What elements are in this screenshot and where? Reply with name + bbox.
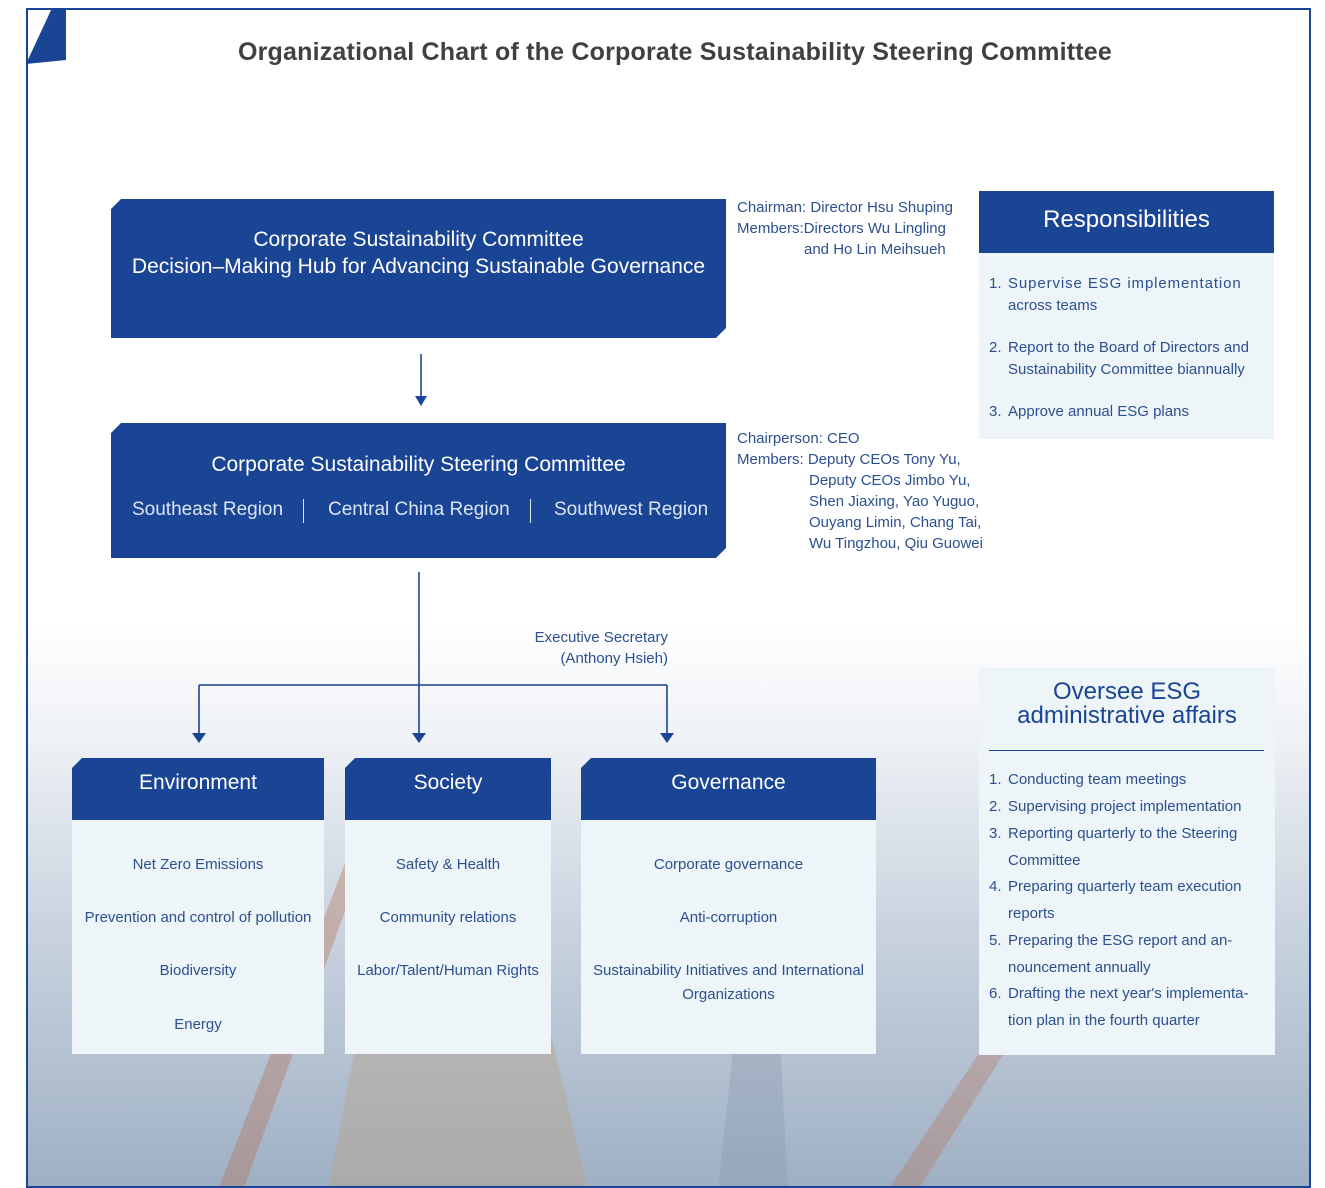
- executive-secretary-label: Executive Secretary (Anthony Hsieh): [480, 627, 668, 669]
- governance-panel: Corporate governance Anti-corruption Sus…: [581, 820, 876, 1054]
- list-item: Labor/Talent/Human Rights: [357, 962, 539, 979]
- governance-heading: Governance: [671, 771, 786, 794]
- list-item: Safety & Health: [395, 856, 501, 873]
- steering-committee-title: Corporate Sustainability Steering Commit…: [211, 453, 626, 476]
- executive-secretary-name: (Anthony Hsieh): [560, 650, 668, 667]
- list-item: Anti-corruption: [679, 909, 778, 926]
- region-separator: [303, 499, 304, 523]
- item-text: Supervise ESG implementation: [1008, 275, 1242, 292]
- item-text: Sustainability Committee biannually: [1008, 361, 1245, 378]
- sustainability-committee-box: Corporate Sustainability Committee Decis…: [111, 199, 726, 338]
- item-text: across teams: [1008, 297, 1098, 314]
- executive-secretary-title: Executive Secretary: [534, 629, 668, 646]
- oversee-esg-panel: Oversee ESG administrative affairs 1. Co…: [979, 668, 1275, 1055]
- responsibilities-header: Responsibilities: [979, 191, 1274, 253]
- oversee-title-line: Oversee ESG: [1052, 678, 1202, 705]
- item-text: nouncement annually: [1008, 959, 1151, 976]
- members-line: Shen Jiaxing, Yao Yuguo,: [809, 493, 980, 510]
- society-heading: Society: [413, 771, 483, 794]
- item-text: Committee: [1008, 852, 1081, 869]
- item-number: 3.: [989, 825, 1002, 842]
- list-item: Corporate governance: [653, 856, 804, 873]
- steering-committee-box: Corporate Sustainability Steering Commit…: [111, 423, 726, 558]
- item-text: Reporting quarterly to the Steering: [1008, 825, 1238, 842]
- item-text: Preparing the ESG report and an-: [1008, 932, 1233, 949]
- item-text: Preparing quarterly team execution: [1008, 878, 1242, 895]
- list-item: Organizations: [682, 986, 775, 1003]
- list-item: Net Zero Emissions: [132, 856, 264, 873]
- item-number: 4.: [989, 878, 1002, 895]
- steering-members-text: Chairperson: CEO Members: Deputy CEOs To…: [737, 428, 983, 554]
- item-text: Approve annual ESG plans: [1008, 403, 1189, 420]
- committee-name: Corporate Sustainability Committee: [253, 228, 584, 251]
- environment-panel: Net Zero Emissions Prevention and contro…: [72, 820, 324, 1054]
- item-text: Conducting team meetings: [1008, 771, 1187, 788]
- item-text: Report to the Board of Directors and: [1008, 339, 1249, 356]
- chairman-line: Chairman: Director Hsu Shuping: [737, 199, 953, 216]
- item-text: tion plan in the fourth quarter: [1008, 1012, 1200, 1029]
- item-number: 6.: [989, 985, 1002, 1002]
- list-item: Prevention and control of pollution: [84, 909, 312, 926]
- list-item: Sustainability Initiatives and Internati…: [593, 962, 864, 979]
- list-item: Biodiversity: [159, 962, 237, 979]
- list-item: Energy: [174, 1016, 222, 1033]
- members-line: Deputy CEOs Jimbo Yu,: [809, 472, 971, 489]
- item-text: reports: [1008, 905, 1055, 922]
- society-panel: Safety & Health Community relations Labo…: [345, 820, 551, 1054]
- members-line: and Ho Lin Meihsueh: [804, 241, 946, 258]
- item-number: 2.: [989, 339, 1002, 356]
- item-number: 1.: [989, 771, 1002, 788]
- corner-accent: [26, 8, 66, 64]
- list-item: Community relations: [379, 909, 517, 926]
- responsibilities-heading: Responsibilities: [1043, 206, 1210, 233]
- divider: [989, 750, 1264, 751]
- society-header: Society: [345, 758, 551, 820]
- committee-subtitle: Decision–Making Hub for Advancing Sustai…: [131, 255, 706, 278]
- chairperson-line: Chairperson: CEO: [737, 430, 860, 447]
- responsibilities-list: 1. Supervise ESG implementation across te…: [979, 253, 1274, 439]
- item-text: Supervising project implementation: [1008, 798, 1242, 815]
- item-text: Drafting the next year's implementa-: [1008, 985, 1249, 1002]
- members-line: Wu Tingzhou, Qiu Guowei: [809, 535, 983, 552]
- members-line: Members: Deputy CEOs Tony Yu,: [737, 451, 961, 468]
- members-line: Ouyang Limin, Chang Tai,: [809, 514, 982, 531]
- oversee-title: Oversee ESG administrative affairs: [979, 680, 1275, 728]
- members-line: Members:Directors Wu Lingling: [737, 220, 946, 237]
- committee-members-text: Chairman: Director Hsu Shuping Members:D…: [737, 197, 953, 260]
- region-southwest: Southwest Region: [554, 499, 709, 520]
- item-number: 1.: [989, 275, 1002, 292]
- region-central-china: Central China Region: [328, 499, 510, 520]
- environment-header: Environment: [72, 758, 324, 820]
- governance-header: Governance: [581, 758, 876, 820]
- environment-heading: Environment: [139, 771, 257, 794]
- item-number: 3.: [989, 403, 1002, 420]
- item-number: 5.: [989, 932, 1002, 949]
- page-title: Organizational Chart of the Corporate Su…: [237, 38, 1113, 66]
- oversee-title-line: administrative affairs: [1017, 702, 1237, 729]
- item-number: 2.: [989, 798, 1002, 815]
- region-separator: [530, 499, 531, 523]
- region-southeast: Southeast Region: [132, 499, 284, 520]
